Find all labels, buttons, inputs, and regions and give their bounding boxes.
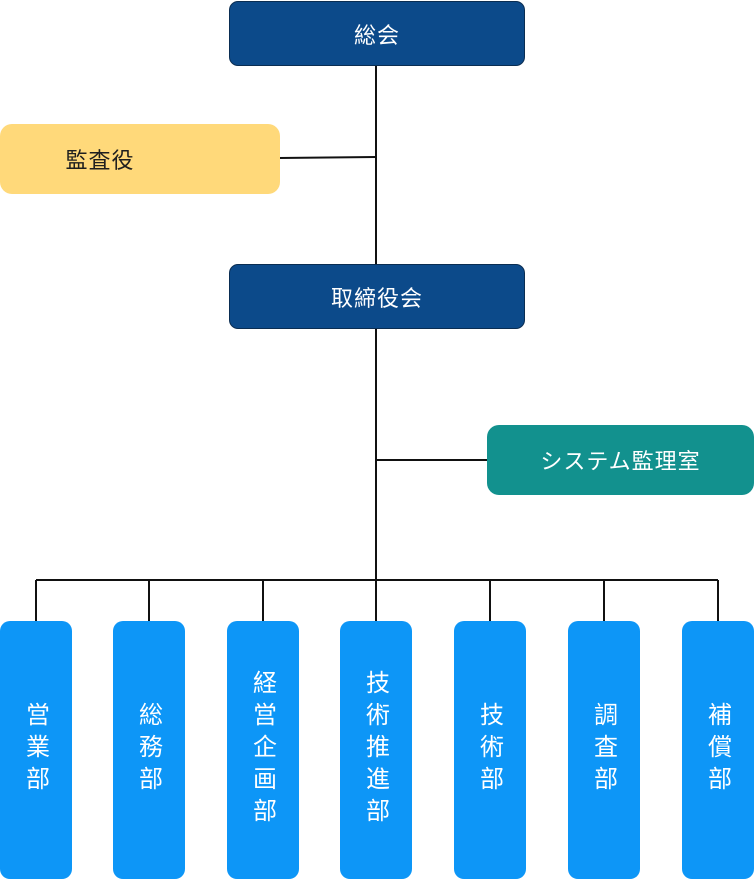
system-audit-office-label: システム監理室 xyxy=(540,450,701,475)
department-sales: 営業部 xyxy=(0,621,72,879)
department-label: 営業部 xyxy=(21,702,50,798)
department-label: 補償部 xyxy=(703,702,732,798)
department-general-affairs: 総務部 xyxy=(113,621,185,879)
board-node: 取締役会 xyxy=(229,264,525,329)
department-label: 技術推進部 xyxy=(361,670,390,830)
general-meeting-node: 総会 xyxy=(229,1,525,66)
department-label: 経営企画部 xyxy=(248,670,277,830)
department-research: 調査部 xyxy=(568,621,640,879)
system-audit-office-node: システム監理室 xyxy=(487,425,754,495)
general-meeting-label: 総会 xyxy=(353,23,400,49)
auditor-branch-line xyxy=(278,156,377,159)
department-compensation: 補償部 xyxy=(682,621,754,879)
department-label: 総務部 xyxy=(134,702,163,798)
board-label: 取締役会 xyxy=(330,286,423,312)
auditor-node: 監査役 xyxy=(0,124,280,194)
department-technology: 技術部 xyxy=(454,621,526,879)
auditor-label: 監査役 xyxy=(65,149,135,174)
department-label: 調査部 xyxy=(589,702,618,798)
department-technology-promotion: 技術推進部 xyxy=(340,621,412,879)
department-corporate-planning: 経営企画部 xyxy=(227,621,299,879)
department-label: 技術部 xyxy=(475,702,504,798)
